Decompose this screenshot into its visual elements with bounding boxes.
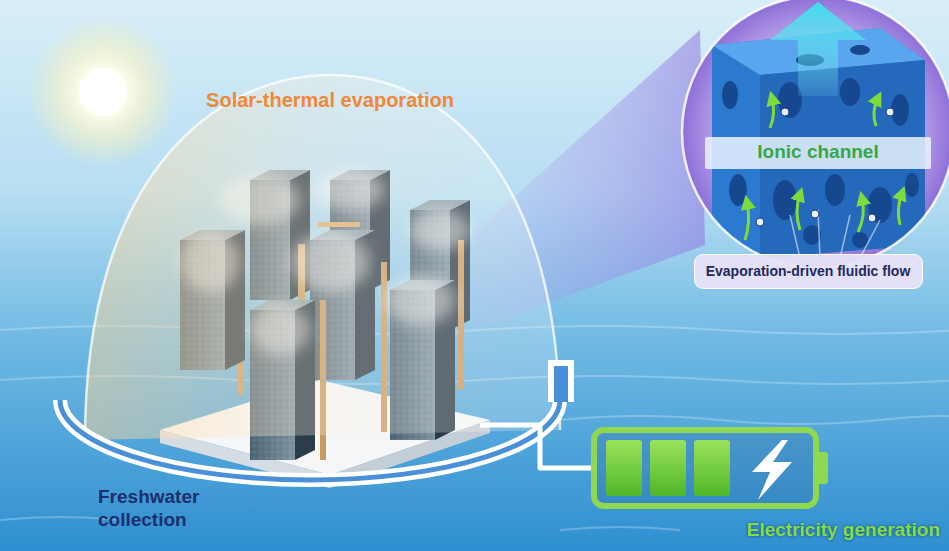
freshwater-trough [548,360,574,402]
battery [694,440,730,496]
ion [756,218,764,226]
flow-streak [790,210,880,258]
flow-streak [818,210,820,258]
freshwater-trough [554,366,568,402]
vapour-arrow [770,2,866,96]
sun [28,17,178,167]
ion [781,108,789,116]
freshwater-trough [60,400,560,480]
node-text: Ionic channel [717,141,919,163]
ionic-channel-band: Ionic channel [705,137,931,169]
flow-streak [840,215,850,258]
node-text: Evaporation-driven fluidic flow [705,263,912,279]
pore [852,232,868,248]
ion-flow-arrow [858,198,863,232]
pore [850,45,870,55]
magnified-inset [682,0,949,268]
ion-flow-arrow [874,98,878,126]
magnified-inset [682,0,949,268]
wire [480,425,591,468]
pore [729,174,747,206]
sea-waves [560,527,680,530]
ion [811,210,819,218]
pore [825,174,845,206]
pore [905,173,919,197]
process-caption: Solar-thermal evaporation [180,88,480,112]
battery [594,430,828,506]
condensation-dome [85,75,560,440]
ion-flow-arrow [797,194,800,230]
pore [722,81,738,109]
magnified-inset [682,0,949,268]
sun [28,17,178,167]
pore [773,180,797,220]
ion-flow-arrow [745,98,902,240]
flow-streak [860,220,880,258]
battery [816,452,828,484]
output-caption: Freshwater collection [98,486,238,532]
freshwater-trough [60,400,560,480]
ion-flow-arrow [745,202,749,240]
ion-flow-arrow [770,98,774,128]
sun [79,68,127,116]
battery [650,440,686,496]
ion [886,108,894,116]
porous-structure [712,2,925,258]
pore [840,78,860,106]
battery [594,430,816,506]
battery [752,440,792,500]
battery [606,440,642,496]
freshwater-trough [60,360,574,480]
flow-label-box: Evaporation-driven fluidic flow [694,254,923,289]
ion-flow-arrow [898,193,902,225]
pore [868,187,892,223]
output-caption: Electricity generation [747,519,940,542]
ion [868,214,876,222]
sea-waves [560,416,949,424]
